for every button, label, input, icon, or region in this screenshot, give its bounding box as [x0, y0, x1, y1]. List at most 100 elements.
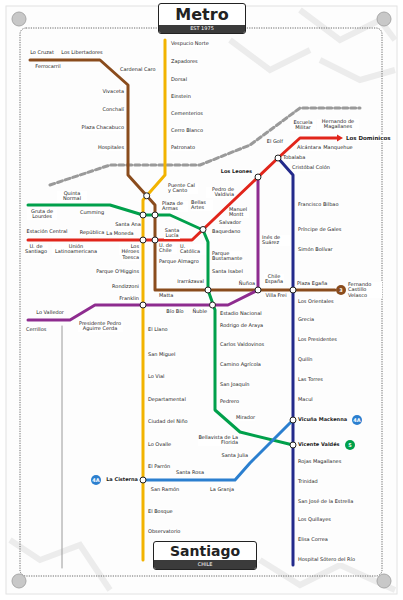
station-name: El Golf	[267, 139, 283, 145]
station-name: La Cisterna	[106, 477, 138, 483]
station-name: Pedrero	[220, 399, 239, 405]
station-name: Santa Rosa	[176, 470, 204, 476]
station-name: San Miguel	[148, 352, 176, 358]
station-name: Santa Lucía	[164, 228, 180, 239]
station-name: Estadio Nacional	[220, 311, 262, 317]
interchange-dot	[205, 287, 211, 293]
station-name: República	[80, 230, 104, 236]
station-name: Lo Cruzat	[30, 50, 54, 56]
station-name: Salvador	[219, 220, 241, 226]
station-name: Lo Vial	[148, 374, 165, 380]
line-badge: 4A	[91, 475, 101, 485]
interchange-dot	[290, 287, 296, 293]
station-name: Plaza Chacabuco	[82, 125, 124, 131]
station-name: Manquehue	[323, 145, 352, 151]
interchange-dot	[275, 155, 281, 161]
station-name: Tobalaba	[283, 155, 305, 161]
background-pattern	[10, 10, 395, 590]
station-name: Patronato	[171, 145, 195, 151]
station-name: Los Héroes	[119, 244, 139, 255]
station-name: Los Orientales	[298, 299, 334, 305]
station-name: Inés de Suárez	[262, 235, 290, 246]
interchange-dot	[255, 287, 261, 293]
station-name: Francisco Bilbao	[298, 202, 338, 208]
station-name: Rodrigo de Araya	[220, 323, 263, 329]
station-name: Ñuñoa	[239, 281, 255, 287]
station-name: Bío Bío	[166, 309, 183, 315]
plaque-title: Santiago	[154, 542, 256, 560]
station-name: Carlos Valdovinos	[220, 342, 264, 348]
station-name: Quilín	[298, 357, 312, 363]
station-name: Puente Cal y Canto	[168, 183, 198, 194]
station-name: Parque O'Higgins	[96, 269, 139, 275]
station-name: Plaza Egaña	[297, 281, 327, 287]
plaque-title: Metro	[159, 4, 244, 25]
station-name: Las Torres	[298, 377, 323, 383]
metro-line-3	[30, 60, 335, 290]
station-name: Quinta Normal	[57, 191, 87, 202]
station-name: Chile España	[264, 274, 284, 285]
pattern-stroke	[260, 560, 395, 590]
station-name: U. Católica	[180, 244, 206, 255]
station-name: Vicuña Mackenna	[298, 417, 347, 423]
station-name: Parque Almagro	[159, 259, 199, 265]
metro-line-1	[28, 138, 338, 240]
interchange-dot	[290, 417, 296, 423]
station-name: Manuel Montt	[229, 207, 249, 218]
station-name: Hospital Sótero del Río	[298, 557, 355, 563]
station-name: Zapadores	[171, 59, 198, 65]
station-name: Unión Latinoamericana	[52, 244, 100, 255]
station-name: Cardenal Caro	[120, 67, 156, 73]
station-name: Gruta de Lourdes	[27, 209, 57, 220]
station-name: Rondizzoni	[112, 284, 139, 290]
station-name: Alcántara	[297, 145, 321, 151]
station-name: Santa Ana	[115, 222, 141, 228]
station-name: Franklin	[119, 296, 139, 302]
station-name: U. de Chile	[159, 243, 177, 254]
station-name: El Llano	[148, 327, 168, 333]
map-frame	[20, 28, 382, 576]
standoff-bolt	[12, 12, 26, 26]
planned-line	[50, 108, 360, 185]
station-name: Cristóbal Colón	[292, 165, 330, 171]
station-name: Camino Agrícola	[220, 362, 261, 368]
station-name: San Joaquín	[220, 382, 250, 388]
standoff-bolt	[377, 574, 391, 588]
station-name: Trinidad	[298, 479, 318, 485]
line-end-arrow	[337, 135, 343, 142]
interchange-dot	[152, 212, 158, 218]
station-name: Grecia	[298, 317, 314, 323]
station-name: Vicente Valdés	[298, 442, 340, 448]
station-name: Matta	[159, 293, 173, 299]
station-name: Toesca	[122, 255, 139, 261]
station-name: Bellavista de La Florida	[198, 435, 238, 446]
station-name: Simón Bolívar	[298, 247, 333, 253]
pattern-stroke	[300, 10, 395, 40]
station-name: Dorsal	[171, 77, 187, 83]
standoff-bolt	[12, 574, 26, 588]
pattern-stroke	[10, 540, 110, 590]
station-name: Irarrázaval	[177, 279, 204, 285]
station-name: Príncipe de Gales	[298, 227, 341, 233]
interchange-dot	[200, 227, 206, 233]
station-name: Estación Central	[27, 229, 68, 235]
interchange-dot	[290, 442, 296, 448]
station-name: Lo Valledor	[36, 310, 64, 316]
station-name: Plaza de Armas	[162, 201, 188, 212]
station-name: Santa Julia	[221, 453, 248, 459]
station-name: La Moneda	[106, 231, 133, 237]
station-name: U. de Santiago	[24, 244, 48, 255]
plaque-band: CHILE	[154, 560, 256, 569]
station-name: El Parrón	[148, 464, 170, 470]
standoff-bolt	[377, 12, 391, 26]
station-name: Villa Frei	[265, 293, 286, 299]
station-name: Hernando de Magallanes	[317, 119, 359, 130]
station-name: Los Dominicos	[346, 135, 391, 141]
metro-line-6	[28, 177, 258, 320]
station-name: Santa Isabel	[212, 269, 243, 275]
station-name: Pedro de Valdivia	[206, 187, 234, 198]
interchange-dot	[152, 237, 158, 243]
interchange-dot	[140, 302, 146, 308]
pattern-stroke	[320, 60, 395, 80]
station-name: Vivaceta	[102, 89, 124, 95]
